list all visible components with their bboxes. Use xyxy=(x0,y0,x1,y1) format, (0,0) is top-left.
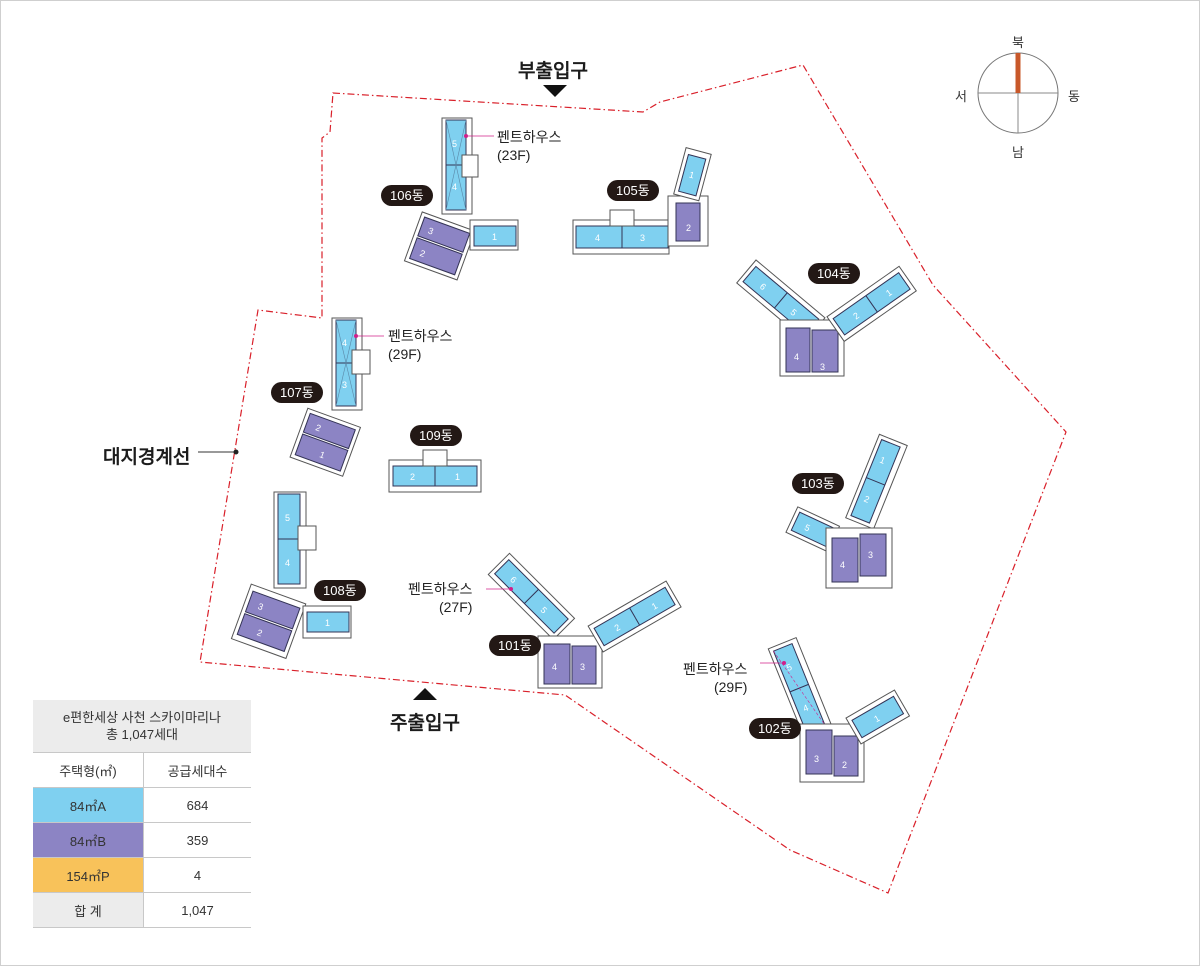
svg-text:1: 1 xyxy=(872,713,881,724)
penthouse-106-name: 펜트하우스 xyxy=(497,129,562,145)
svg-text:2: 2 xyxy=(256,627,264,638)
svg-text:2: 2 xyxy=(613,622,622,633)
svg-text:5: 5 xyxy=(285,513,290,523)
svg-text:3: 3 xyxy=(257,601,265,612)
legend-row-type: 154㎡P xyxy=(33,857,144,893)
building-label-104[interactable]: 104동 xyxy=(808,263,860,284)
penthouse-106-label: 펜트하우스 (23F) xyxy=(497,128,561,164)
sub-gate-label: 부출입구 xyxy=(518,61,588,82)
svg-text:2: 2 xyxy=(862,494,870,505)
building-102[interactable]: 5 4 3 2 1 xyxy=(760,636,911,783)
svg-text:1: 1 xyxy=(878,455,886,466)
main-gate-arrow-icon xyxy=(413,688,437,700)
svg-text:2: 2 xyxy=(686,223,691,233)
penthouse-102-name: 펜트하우스 xyxy=(683,661,748,677)
svg-text:1: 1 xyxy=(688,170,695,181)
svg-text:4: 4 xyxy=(595,233,600,243)
building-label-103[interactable]: 103동 xyxy=(792,473,844,494)
svg-text:4: 4 xyxy=(285,558,290,568)
svg-text:4: 4 xyxy=(840,560,845,570)
legend-title: e편한세상 사천 스카이마리나 총 1,047세대 xyxy=(33,700,251,753)
legend-row-type: 84㎡A xyxy=(33,787,144,823)
penthouse-102-label: 펜트하우스 (29F) xyxy=(683,660,747,696)
compass-north-label: 북 xyxy=(1012,35,1024,50)
building-107[interactable]: 4 3 2 1 xyxy=(289,317,384,477)
svg-text:1: 1 xyxy=(492,232,497,242)
legend-title-line2: 총 1,047세대 xyxy=(105,727,179,742)
compass-east-label: 동 xyxy=(1068,89,1080,104)
building-label-106[interactable]: 106동 xyxy=(381,185,433,206)
legend-row-type: 84㎡B xyxy=(33,822,144,858)
boundary-label: 대지경계선 xyxy=(103,447,191,468)
penthouse-101-name: 펜트하우스 xyxy=(408,581,473,597)
building-109[interactable]: 2 1 xyxy=(388,449,482,493)
svg-text:5: 5 xyxy=(803,522,812,533)
unit-legend-table: e편한세상 사천 스카이마리나 총 1,047세대 주택형(㎡) 공급세대수 8… xyxy=(33,700,251,928)
building-label-102[interactable]: 102동 xyxy=(749,718,801,739)
site-boundary-line xyxy=(199,64,1067,894)
svg-text:2: 2 xyxy=(842,760,847,770)
svg-text:2: 2 xyxy=(418,248,426,259)
svg-text:5: 5 xyxy=(538,605,549,616)
building-106[interactable]: 5 4 3 2 1 xyxy=(403,117,519,281)
sub-gate-arrow-icon xyxy=(543,85,567,97)
svg-text:3: 3 xyxy=(868,550,873,560)
building-label-108[interactable]: 108동 xyxy=(314,580,366,601)
building-label-101[interactable]: 101동 xyxy=(489,635,541,656)
main-gate-label: 주출입구 xyxy=(390,713,460,734)
penthouse-101-floor: (27F) xyxy=(438,599,473,615)
compass-south-label: 남 xyxy=(1012,145,1024,160)
svg-text:2: 2 xyxy=(314,422,322,433)
penthouse-107-floor: (29F) xyxy=(388,346,422,362)
penthouse-102-floor: (29F) xyxy=(713,679,748,695)
building-103[interactable]: 1 2 5 4 3 xyxy=(785,433,908,589)
svg-text:3: 3 xyxy=(814,754,819,764)
svg-text:6: 6 xyxy=(508,574,519,585)
svg-text:3: 3 xyxy=(427,225,435,236)
legend-row-units: 359 xyxy=(143,822,251,858)
legend-col-type: 주택형(㎡) xyxy=(33,752,144,788)
compass-west-label: 서 xyxy=(955,89,967,104)
svg-text:5: 5 xyxy=(452,139,457,149)
svg-text:1: 1 xyxy=(318,449,326,460)
building-label-109[interactable]: 109동 xyxy=(410,425,462,446)
penthouse-106-floor: (23F) xyxy=(497,147,531,163)
svg-text:1: 1 xyxy=(455,472,460,482)
legend-row-units: 684 xyxy=(143,787,251,823)
svg-text:3: 3 xyxy=(640,233,645,243)
svg-text:4: 4 xyxy=(552,662,557,672)
svg-text:3: 3 xyxy=(580,662,585,672)
penthouse-107-name: 펜트하우스 xyxy=(388,328,453,344)
compass-icon xyxy=(977,52,1059,134)
boundary-marker xyxy=(233,449,239,455)
legend-col-units: 공급세대수 xyxy=(143,752,251,788)
svg-text:5: 5 xyxy=(788,307,798,318)
svg-text:1: 1 xyxy=(884,287,894,298)
svg-text:5: 5 xyxy=(785,662,793,673)
svg-text:3: 3 xyxy=(342,380,347,390)
svg-text:1: 1 xyxy=(650,601,659,612)
building-108[interactable]: 5 4 3 2 1 xyxy=(230,491,352,660)
legend-total-units: 1,047 xyxy=(143,892,251,928)
legend-title-line1: e편한세상 사천 스카이마리나 xyxy=(63,710,221,725)
svg-text:4: 4 xyxy=(794,352,799,362)
svg-text:4: 4 xyxy=(802,703,810,714)
building-label-107[interactable]: 107동 xyxy=(271,382,323,403)
svg-text:6: 6 xyxy=(758,281,768,292)
building-105[interactable]: 4 3 2 1 xyxy=(572,147,712,255)
svg-text:4: 4 xyxy=(342,338,347,348)
penthouse-101-label: 펜트하우스 (27F) xyxy=(408,580,472,616)
building-104[interactable]: 6 5 4 3 2 1 xyxy=(736,259,917,377)
svg-text:2: 2 xyxy=(851,310,861,321)
svg-text:1: 1 xyxy=(325,618,330,628)
building-101[interactable]: 6 5 4 3 2 1 xyxy=(486,552,682,689)
legend-total-label: 합 계 xyxy=(33,892,144,928)
svg-text:4: 4 xyxy=(452,182,457,192)
building-label-105[interactable]: 105동 xyxy=(607,180,659,201)
penthouse-107-label: 펜트하우스 (29F) xyxy=(388,327,452,363)
svg-text:3: 3 xyxy=(820,362,825,372)
svg-text:2: 2 xyxy=(410,472,415,482)
legend-row-units: 4 xyxy=(143,857,251,893)
